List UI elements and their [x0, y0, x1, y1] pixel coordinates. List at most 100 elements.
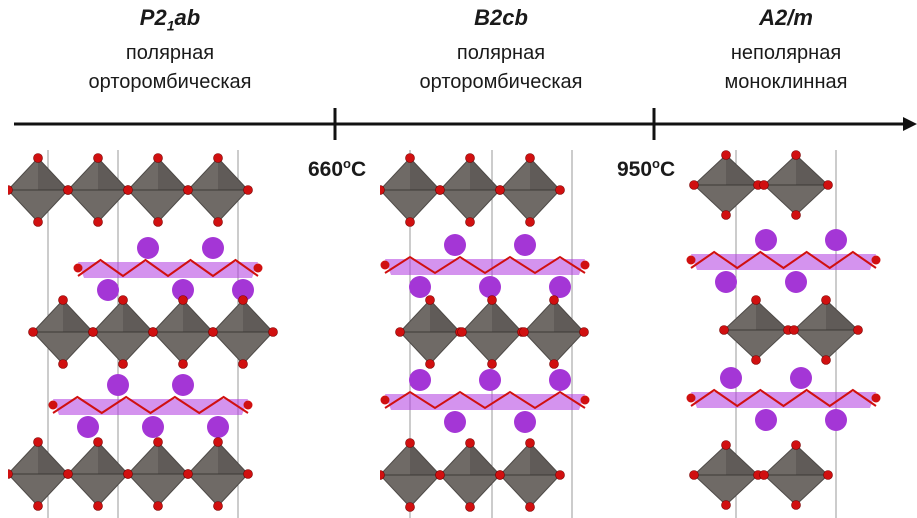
bismuth-atom: [514, 234, 536, 256]
oxygen-atom: [425, 295, 435, 305]
oxygen-atom: [148, 327, 158, 337]
oxygen-atom: [73, 263, 83, 273]
oxygen-atom: [153, 501, 163, 511]
phase-polarity: полярная: [125, 42, 215, 65]
octahedron-face: [98, 442, 128, 474]
octahedron-face: [470, 158, 500, 190]
bismuth-oxide-layer: [53, 399, 248, 415]
bismuth-atom: [409, 276, 431, 298]
transition-label-950: 950oC: [617, 156, 676, 181]
octahedron-face: [158, 442, 188, 474]
oxygen-atom: [555, 185, 565, 195]
bismuth-atom: [444, 411, 466, 433]
octahedron-face: [243, 300, 273, 332]
octahedron-face: [218, 158, 248, 190]
oxygen-atom: [243, 185, 253, 195]
bismuth-atom: [409, 369, 431, 391]
octahedron-face: [756, 300, 788, 330]
oxygen-atom: [395, 327, 405, 337]
oxygen-atom: [495, 185, 505, 195]
bismuth-atom: [97, 279, 119, 301]
oxygen-atom: [33, 153, 43, 163]
layer-bond: [77, 258, 259, 278]
oxygen-atom: [853, 325, 863, 335]
bismuth-atom: [825, 409, 847, 431]
oxygen-atom: [751, 355, 761, 365]
bismuth-atom: [142, 416, 164, 438]
oxygen-atom: [487, 295, 497, 305]
oxygen-atom: [686, 255, 696, 265]
oxygen-atom: [686, 393, 696, 403]
transition-label-660: 660oC: [308, 156, 367, 181]
bismuth-atom: [172, 279, 194, 301]
bismuth-atom: [549, 276, 571, 298]
oxygen-atom: [48, 400, 58, 410]
bismuth-atom: [715, 271, 737, 293]
oxygen-atom: [33, 217, 43, 227]
oxygen-atom: [118, 295, 128, 305]
oxygen-atom: [721, 210, 731, 220]
bismuth-atom: [207, 416, 229, 438]
bismuth-atom: [790, 367, 812, 389]
octahedron-face: [158, 158, 188, 190]
oxygen-atom: [380, 395, 390, 405]
oxygen-atom: [93, 501, 103, 511]
oxygen-atom: [465, 153, 475, 163]
oxygen-atom: [465, 217, 475, 227]
oxygen-atom: [380, 185, 385, 195]
oxygen-atom: [789, 325, 799, 335]
oxygen-atom: [213, 501, 223, 511]
oxygen-atom: [689, 470, 699, 480]
oxygen-atom: [243, 469, 253, 479]
oxygen-atom: [63, 185, 73, 195]
octahedron-face: [38, 442, 68, 474]
bismuth-atom: [755, 409, 777, 431]
oxygen-atom: [525, 438, 535, 448]
layer-bond: [690, 250, 877, 270]
bismuth-atom: [232, 279, 254, 301]
oxygen-atom: [405, 153, 415, 163]
phase-header-b2cb: B2cb полярная орторомбическая: [361, 4, 641, 97]
oxygen-atom: [238, 359, 248, 369]
oxygen-atom: [28, 327, 38, 337]
oxygen-atom: [435, 470, 445, 480]
octahedron-face: [826, 300, 858, 330]
oxygen-atom: [580, 395, 590, 405]
octahedron-face: [492, 300, 522, 332]
oxygen-atom: [821, 355, 831, 365]
bismuth-oxide-layer: [78, 262, 258, 278]
crystal-structure-p21ab: [8, 150, 278, 518]
layer-bond: [690, 388, 877, 408]
oxygen-atom: [8, 185, 13, 195]
oxygen-atom: [689, 180, 699, 190]
oxygen-atom: [238, 295, 248, 305]
phase-polarity: полярная: [456, 42, 546, 65]
oxygen-atom: [721, 440, 731, 450]
oxygen-atom: [751, 295, 761, 305]
octahedron-face: [123, 300, 153, 332]
oxygen-atom: [58, 295, 68, 305]
oxygen-atom: [33, 437, 43, 447]
oxygen-atom: [487, 359, 497, 369]
oxygen-atom: [791, 440, 801, 450]
octahedron-face: [410, 158, 440, 190]
oxygen-atom: [759, 470, 769, 480]
oxygen-atom: [425, 359, 435, 369]
oxygen-atom: [58, 359, 68, 369]
axis-arrow-icon: [903, 117, 917, 131]
oxygen-atom: [721, 500, 731, 510]
bismuth-oxide-layer: [385, 394, 585, 410]
octahedron-face: [98, 158, 128, 190]
phase-polarity: неполярная: [730, 42, 842, 65]
bismuth-atom: [444, 234, 466, 256]
phase-header-p21ab: P21ab полярная орторомбическая: [30, 4, 310, 97]
temperature-axis: [14, 108, 917, 140]
oxygen-atom: [549, 359, 559, 369]
octahedron-face: [726, 155, 758, 185]
oxygen-atom: [63, 469, 73, 479]
oxygen-atom: [213, 437, 223, 447]
oxygen-atom: [465, 502, 475, 512]
octahedron-face: [470, 443, 500, 475]
oxygen-atom: [721, 150, 731, 160]
octahedron-face: [63, 300, 93, 332]
